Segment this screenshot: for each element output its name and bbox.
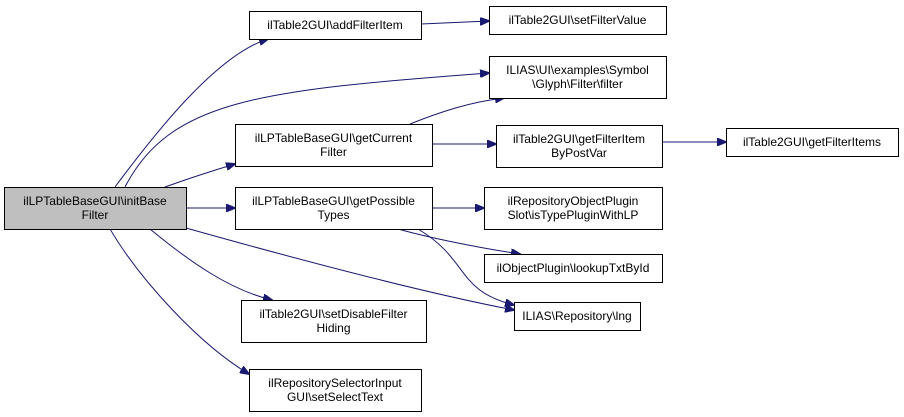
- call-edge: [124, 73, 489, 188]
- call-edge: [420, 21, 489, 24]
- node-label: Filter: [82, 208, 109, 222]
- graph-node-set-filter-value[interactable]: ilTable2GUI\setFilterValue: [489, 6, 667, 35]
- node-box: [489, 6, 667, 35]
- node-label: ilTable2GUI\getFilterItem: [513, 132, 645, 146]
- node-box: [484, 254, 663, 283]
- node-label: ilLPTableBaseGUI\getCurrent: [255, 131, 413, 145]
- node-box: [235, 124, 433, 167]
- node-box: [4, 187, 187, 230]
- node-label: Slot\isTypePluginWithLP: [508, 208, 639, 222]
- node-label: ilTable2GUI\getFilterItems: [743, 135, 881, 149]
- graph-node-lng[interactable]: ILIAS\Repository\lng: [514, 302, 641, 331]
- node-label: ByPostVar: [551, 146, 607, 160]
- node-label: ilRepositorySelectorInput: [268, 376, 402, 390]
- call-edge: [185, 227, 514, 310]
- node-label: Types: [317, 208, 349, 222]
- node-label: Hiding: [316, 321, 350, 335]
- node-label: ilRepositoryObjectPlugin: [508, 194, 639, 208]
- node-label: ilTable2GUI\addFilterItem: [267, 18, 402, 32]
- node-box: [514, 302, 641, 331]
- graph-node-is-type-plugin-with-lp[interactable]: ilRepositoryObjectPluginSlot\isTypePlugi…: [484, 187, 663, 230]
- node-box: [241, 300, 427, 343]
- graph-node-get-filter-items[interactable]: ilTable2GUI\getFilterItems: [726, 128, 899, 157]
- call-edge: [114, 39, 268, 188]
- node-box: [235, 187, 433, 230]
- node-label: GUI\setSelectText: [287, 390, 384, 404]
- call-edge: [417, 228, 514, 305]
- node-label: ILIAS\UI\examples\Symbol: [506, 63, 649, 77]
- node-box: [249, 11, 422, 40]
- node-box: [726, 128, 899, 157]
- call-edge: [149, 228, 272, 300]
- node-box: [489, 56, 667, 99]
- node-label: ilTable2GUI\setFilterValue: [509, 13, 647, 27]
- graph-node-add-filter-item[interactable]: ilTable2GUI\addFilterItem: [249, 11, 422, 40]
- node-label: ilLPTableBaseGUI\getPossible: [252, 194, 415, 208]
- node-label: Filter: [320, 145, 347, 159]
- call-edge: [397, 228, 520, 254]
- call-edge: [109, 228, 249, 374]
- call-edge: [164, 164, 235, 188]
- node-box: [496, 125, 663, 168]
- call-edge: [409, 98, 504, 125]
- node-label: \Glyph\Filter\filter: [532, 77, 623, 91]
- node-box: [249, 369, 422, 412]
- graph-node-lookup-txt-by-id[interactable]: ilObjectPlugin\lookupTxtById: [484, 254, 663, 283]
- graph-node-set-select-text[interactable]: ilRepositorySelectorInputGUI\setSelectTe…: [249, 369, 422, 412]
- node-box: [484, 187, 663, 230]
- node-label: ilTable2GUI\setDisableFilter: [259, 307, 407, 321]
- node-label: ILIAS\Repository\lng: [522, 309, 631, 323]
- node-label: ilObjectPlugin\lookupTxtById: [497, 261, 650, 275]
- node-label: ilLPTableBaseGUI\initBase: [23, 194, 167, 208]
- graph-node-glyph-filter[interactable]: ILIAS\UI\examples\Symbol\Glyph\Filter\fi…: [489, 56, 667, 99]
